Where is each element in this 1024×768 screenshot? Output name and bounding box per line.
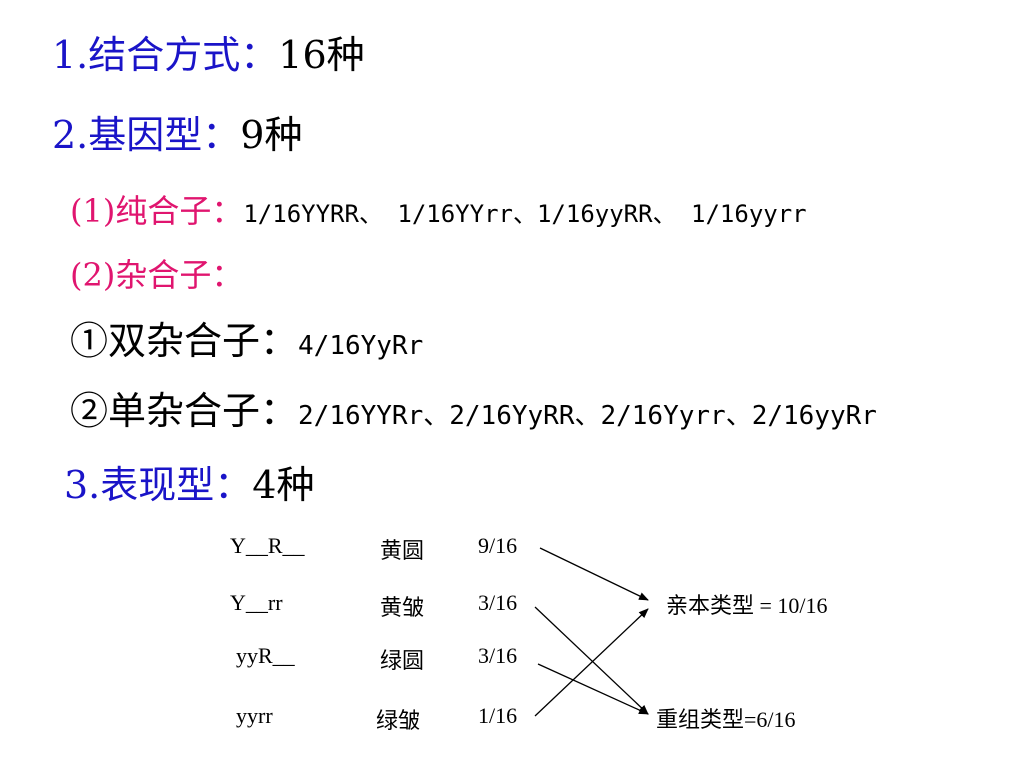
heading-genotype-value: 9种 [240, 113, 303, 157]
double-heterozygote-line: ①双杂合子：4/16YyRr [70, 310, 423, 365]
table-phenotype-1: 黄圆 [380, 538, 425, 563]
heading-genotype: 2.基因型：9种 [52, 104, 302, 159]
single-heterozygote-value: 2/16YYRr、2/16YyRR、2/16Yyrr、2/16yyRr [298, 401, 877, 431]
heading-combination-label: 1.结合方式： [52, 33, 279, 77]
homozygote-line: (1)纯合子：1/16YYRR、 1/16YYrr、1/16yyRR、 1/16… [70, 186, 807, 232]
arrow-3-16-a-to-recombinant [534, 606, 649, 715]
arrow-1-16-to-parental [534, 608, 649, 717]
table-ratio-3: 3/16 [478, 643, 518, 668]
single-heterozygote-label: ②单杂合子： [70, 389, 299, 433]
table-phenotype-4: 绿皱 [376, 708, 421, 733]
parental-type-result: 亲本类型 = 10/16 [666, 593, 828, 618]
heading-combination: 1.结合方式：16种 [52, 24, 365, 79]
homozygote-label: (1)纯合子： [70, 192, 244, 230]
recombinant-type-result: 重组类型=6/16 [656, 707, 796, 732]
table-genotype-4: yyrr [236, 703, 273, 728]
heading-phenotype: 3.表现型：4种 [64, 454, 314, 509]
arrow-9-16-to-parental [539, 547, 649, 601]
heading-phenotype-value: 4种 [252, 463, 315, 507]
double-heterozygote-label: ①双杂合子： [70, 319, 299, 363]
table-genotype-1: Y__R__ [230, 533, 305, 558]
table-genotype-3: yyR__ [236, 643, 295, 668]
table-genotype-2: Y__rr [230, 590, 283, 615]
homozygote-value: 1/16YYRR、 1/16YYrr、1/16yyRR、 1/16yyrr [243, 200, 807, 228]
table-ratio-2: 3/16 [478, 590, 518, 615]
heterozygote-line: (2)杂合子： [70, 250, 243, 296]
heading-combination-value: 16种 [278, 33, 365, 77]
heading-phenotype-label: 3.表现型： [64, 463, 253, 507]
table-ratio-4: 1/16 [478, 703, 518, 728]
double-heterozygote-value: 4/16YyRr [298, 331, 424, 361]
arrow-3-16-b-to-recombinant [537, 663, 649, 715]
table-phenotype-2: 黄皱 [380, 595, 425, 620]
single-heterozygote-line: ②单杂合子：2/16YYRr、2/16YyRR、2/16Yyrr、2/16yyR… [70, 380, 877, 435]
table-phenotype-3: 绿圆 [380, 648, 425, 673]
heterozygote-label: (2)杂合子： [70, 256, 244, 294]
heading-genotype-label: 2.基因型： [52, 113, 241, 157]
table-ratio-1: 9/16 [478, 533, 518, 558]
